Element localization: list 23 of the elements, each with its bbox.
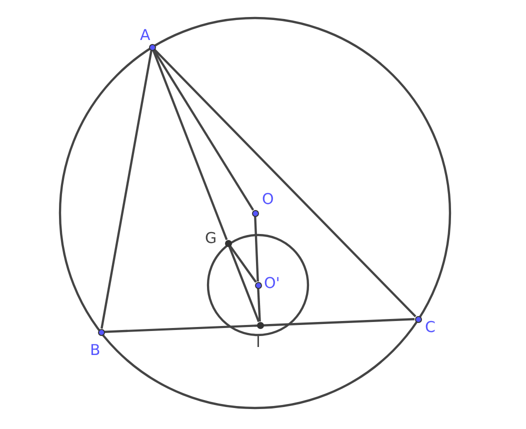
line-segment bbox=[228, 246, 260, 322]
line-segment bbox=[154, 48, 416, 318]
line-segment bbox=[254, 216, 259, 282]
line-segment bbox=[104, 318, 415, 333]
point-dot bbox=[148, 44, 156, 50]
point-label: O' bbox=[264, 276, 280, 291]
point-dot bbox=[254, 282, 262, 288]
line-segment bbox=[100, 50, 152, 329]
point-dot bbox=[224, 240, 232, 246]
point-dot bbox=[252, 210, 258, 216]
point-label: C bbox=[425, 320, 436, 335]
line-segment bbox=[152, 50, 228, 240]
point-dot bbox=[414, 316, 422, 322]
point-dot bbox=[256, 322, 264, 328]
point-label: G bbox=[205, 231, 217, 246]
point-label: B bbox=[90, 343, 100, 358]
point-label: A bbox=[140, 28, 150, 43]
line-segment bbox=[257, 288, 261, 322]
point-label: I bbox=[256, 335, 260, 350]
point-dot bbox=[98, 328, 104, 336]
line-segment bbox=[152, 49, 254, 211]
point-label: O bbox=[262, 192, 274, 207]
line-segment bbox=[229, 245, 257, 283]
